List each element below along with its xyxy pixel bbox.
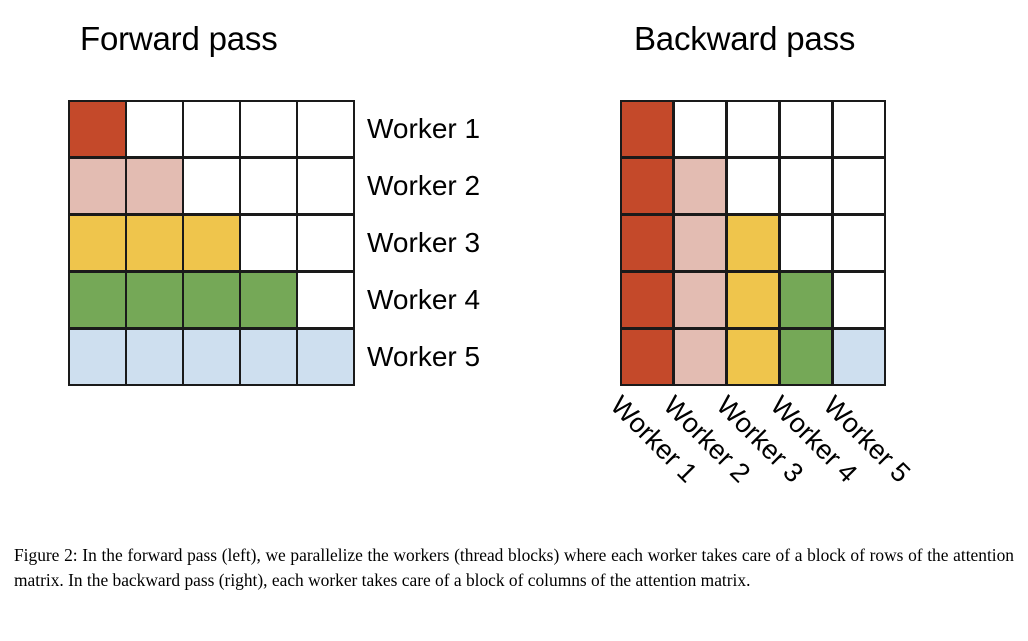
matrix-cell: [833, 158, 884, 214]
matrix-cell: [833, 272, 884, 328]
matrix-cell: [298, 272, 353, 328]
forward-pass-title: Forward pass: [80, 20, 278, 57]
matrix-cell: [70, 215, 125, 271]
matrix-cell: [780, 329, 832, 384]
matrix-cell: [127, 272, 182, 328]
worker-row-label: Worker 5: [367, 341, 481, 373]
forward-pass-row-labels: Worker 1 Worker 2 Worker 3 Worker 4 Worker 5: [367, 100, 567, 386]
matrix-cell: [298, 102, 353, 157]
backward-pass-matrix: [620, 100, 886, 386]
matrix-cell: [184, 158, 239, 214]
matrix-cell: [70, 272, 125, 328]
matrix-cell: [70, 102, 125, 157]
matrix-cell: [622, 215, 673, 271]
worker-row-label: Worker 1: [367, 112, 481, 144]
matrix-cell: [727, 329, 779, 384]
matrix-cell: [674, 102, 726, 157]
matrix-cell: [622, 102, 673, 157]
matrix-cell: [298, 215, 353, 271]
worker-row-label: Worker 4: [367, 284, 481, 316]
matrix-cell: [833, 102, 884, 157]
matrix-cell: [780, 158, 832, 214]
matrix-cell: [727, 215, 779, 271]
matrix-cell: [184, 102, 239, 157]
matrix-cell: [184, 215, 239, 271]
matrix-cell: [241, 158, 296, 214]
matrix-cell: [727, 102, 779, 157]
matrix-cell: [674, 272, 726, 328]
matrix-cell: [674, 329, 726, 384]
matrix-cell: [241, 215, 296, 271]
matrix-cell: [674, 158, 726, 214]
backward-pass-title: Backward pass: [634, 20, 856, 57]
matrix-cell: [127, 158, 182, 214]
matrix-cell: [184, 272, 239, 328]
matrix-cell: [622, 329, 673, 384]
matrix-cell: [241, 102, 296, 157]
matrix-cell: [622, 158, 673, 214]
worker-row-label: Worker 2: [367, 169, 481, 201]
matrix-cell: [780, 102, 832, 157]
matrix-cell: [298, 158, 353, 214]
matrix-cell: [298, 329, 353, 384]
matrix-cell: [674, 215, 726, 271]
figure-caption: Figure 2: In the forward pass (left), we…: [14, 545, 1014, 590]
matrix-cell: [727, 272, 779, 328]
matrix-cell: [833, 329, 884, 384]
matrix-cell: [833, 215, 884, 271]
figure-area: Forward pass Worker 1 Worker 2 Worker 3 Wor…: [68, 20, 1020, 520]
matrix-cell: [241, 272, 296, 328]
matrix-cell: [727, 158, 779, 214]
matrix-cell: [127, 215, 182, 271]
matrix-cell: [70, 329, 125, 384]
matrix-cell: [622, 272, 673, 328]
matrix-cell: [184, 329, 239, 384]
forward-pass-matrix: [68, 100, 355, 386]
matrix-cell: [70, 158, 125, 214]
matrix-cell: [241, 329, 296, 384]
matrix-cell: [127, 329, 182, 384]
matrix-cell: [780, 272, 832, 328]
matrix-cell: [127, 102, 182, 157]
worker-row-label: Worker 3: [367, 226, 481, 258]
matrix-cell: [780, 215, 832, 271]
